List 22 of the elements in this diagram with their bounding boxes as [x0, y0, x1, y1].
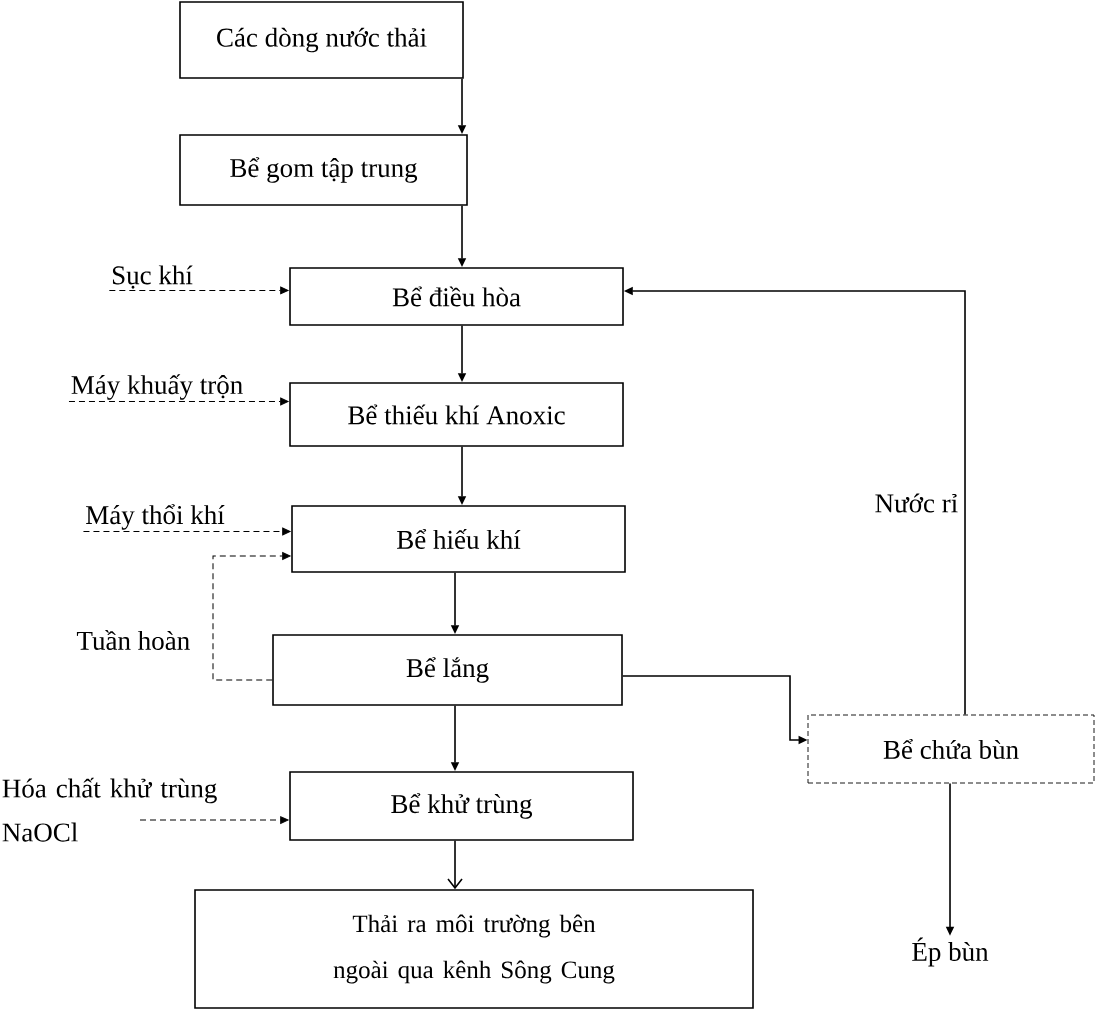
dashed-box: Bể chứa bùn [807, 714, 1095, 784]
process-box: Các dòng nước thải [179, 1, 464, 79]
input-label: Ép bùn [912, 937, 989, 967]
arrow [447, 840, 463, 890]
arrow [68, 397, 289, 406]
input-label: Sục khí [112, 265, 193, 289]
arrow [108, 286, 289, 295]
edge-label: Tuần hoàn [75, 629, 192, 651]
process-box: Thải ra môi trường bên ngoài qua kênh Sông Cung [194, 889, 754, 1009]
input-label: Hóa chất khử trùng NaOCl [2, 777, 217, 842]
process-box: Bể gom tập trung [179, 134, 468, 206]
arrow [139, 816, 289, 824]
edge-label: Nước rỉ [873, 492, 960, 514]
process-box: Bể điều hòa [289, 267, 624, 326]
input-label: Máy thổi khí [86, 504, 225, 530]
process-box: Bể khử trùng [289, 771, 634, 841]
arrow [212, 552, 291, 681]
process-box: Bể hiếu khí [291, 505, 626, 573]
arrow [82, 527, 291, 536]
input-label: Máy khuấy trộn [71, 374, 243, 400]
process-box: Bể lắng [272, 634, 623, 706]
process-box: Bể thiếu khí Anoxic [289, 382, 624, 447]
